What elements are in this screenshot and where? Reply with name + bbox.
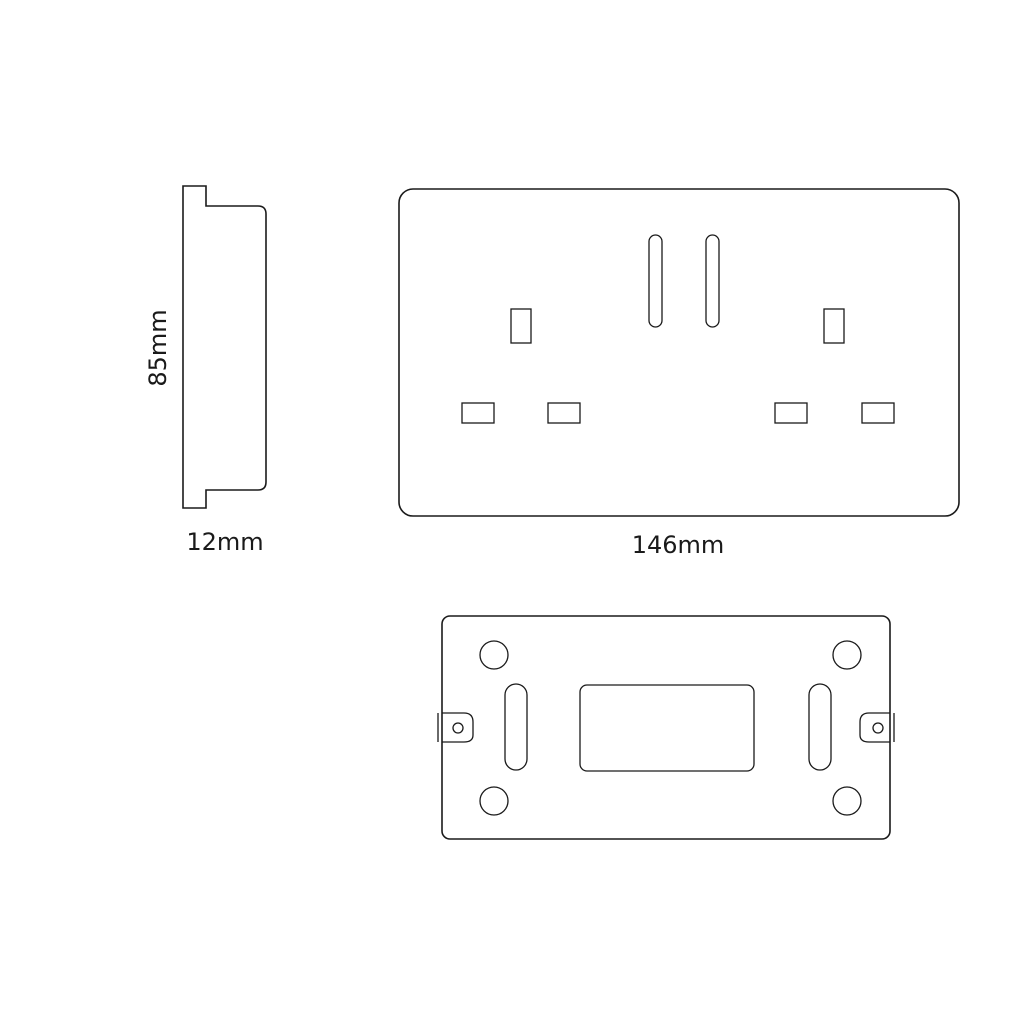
cable-knockout-opening [579,684,755,772]
faceplate-outline [398,188,960,517]
height-dimension-label: 85mm [144,309,172,386]
neutral-pin-slot-left [547,402,581,424]
socket-left [461,308,581,424]
fixing-lug-right-hole [872,722,884,734]
earth-pin-slot-right [823,308,845,344]
socket-right [774,308,895,424]
earth-pin-slot-left [510,308,532,344]
fixing-lug-left-hole [452,722,464,734]
side-profile-outline [182,185,267,509]
back-box-view [437,615,895,840]
live-pin-slot-left [461,402,495,424]
side-profile-view [182,185,267,509]
back-box-outline [441,615,891,840]
fixing-lug-left [437,712,474,743]
mounting-hole-bottom-left [479,786,509,816]
depth-dimension-label: 12mm [186,528,263,556]
mounting-hole-top-left [479,640,509,670]
width-dimension-label: 146mm [632,531,725,559]
neutral-pin-slot-right [861,402,895,424]
mounting-slot-left [504,683,528,771]
live-pin-slot-right [774,402,808,424]
fixing-lug-right [859,712,895,743]
mounting-slot-right [808,683,832,771]
front-faceplate-view [398,188,960,517]
mounting-hole-top-right [832,640,862,670]
fixing-lug-right-outline [859,712,890,743]
mounting-hole-bottom-right [832,786,862,816]
switch-rocker-left [648,234,663,328]
fixing-lug-left-outline [442,712,474,743]
switch-rocker-right [705,234,720,328]
